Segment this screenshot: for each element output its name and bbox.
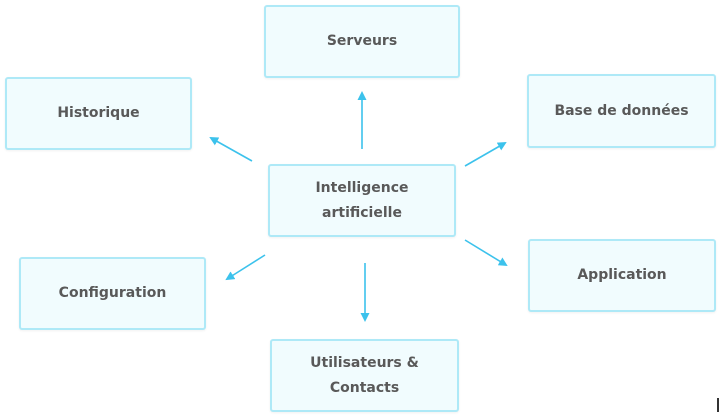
node-configuration: Configuration: [19, 257, 206, 330]
arrow-to-configuration: [225, 254, 266, 281]
node-users-text: Utilisateurs & Contacts: [310, 351, 419, 401]
node-center-line1: Intelligence: [315, 179, 409, 196]
node-users-line1: Utilisateurs &: [310, 354, 419, 371]
node-intelligence-artificielle: Intelligence artificielle: [268, 164, 456, 237]
node-serveurs-label: Serveurs: [326, 33, 398, 49]
node-historique-label: Historique: [57, 105, 140, 121]
node-base-de-donnees: Base de données: [527, 74, 716, 148]
node-serveurs: Serveurs: [264, 5, 460, 78]
node-center-text: Intelligence artificielle: [315, 176, 408, 226]
node-historique: Historique: [5, 77, 192, 150]
arrow-to-base: [464, 142, 507, 167]
arrow-to-historique: [209, 137, 253, 162]
node-application: Application: [528, 239, 716, 312]
node-configuration-label: Configuration: [58, 285, 167, 301]
node-center-line2: artificielle: [322, 204, 402, 221]
node-utilisateurs-contacts: Utilisateurs & Contacts: [270, 339, 459, 412]
text-cursor-mark: [717, 398, 719, 412]
arrow-to-application: [464, 239, 508, 267]
node-application-label: Application: [577, 267, 667, 283]
node-users-line2: Contacts: [329, 379, 400, 396]
node-base-de-donnees-label: Base de données: [554, 102, 689, 119]
